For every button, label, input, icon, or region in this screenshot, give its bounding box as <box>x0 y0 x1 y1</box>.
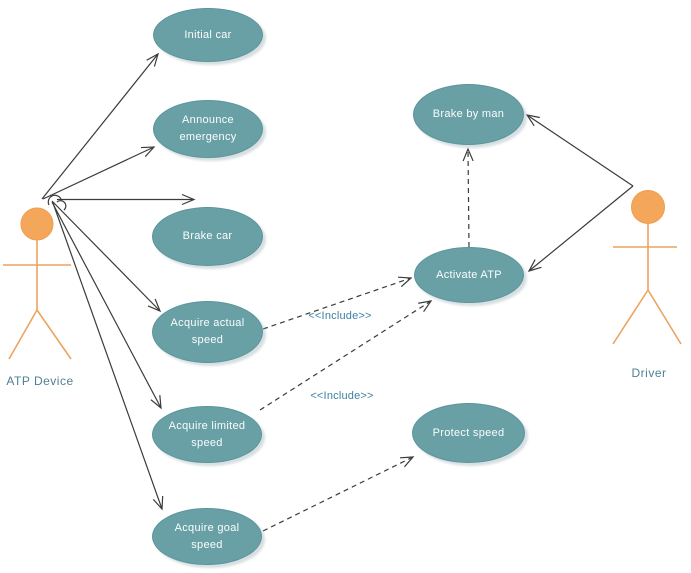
include-stereotype-label: <<Include>> <box>310 390 374 402</box>
actor-label-atp-device: ATP Device <box>6 374 74 388</box>
edge-atp-device-acquire-goal-speed[interactable] <box>52 202 164 511</box>
usecase-acquire-goal-speed[interactable]: Acquire goal speed <box>152 508 262 565</box>
actor-label-driver: Driver <box>631 366 667 380</box>
actor-leg-left <box>8 309 38 360</box>
usecase-label: Acquire limited speed <box>168 419 246 449</box>
actor-head <box>20 207 54 241</box>
usecase-announce-emergency[interactable]: Announce emergency <box>153 100 263 158</box>
edge-atp-device-acquire-actual-speed[interactable] <box>51 200 162 313</box>
usecase-label: Activate ATP <box>436 268 502 281</box>
actor-atp-device[interactable] <box>3 207 72 360</box>
edge-driver-activate-atp[interactable] <box>527 185 634 272</box>
usecase-label: Brake car <box>182 230 233 242</box>
edge-driver-brake-by-man[interactable] <box>525 114 634 187</box>
usecase-label: Announce emergency <box>179 114 237 143</box>
edge-include-acquire-limited-to-activate-atp[interactable] <box>259 300 433 411</box>
usecase-label: Acquire actual speed <box>170 317 245 346</box>
usecase-acquire-actual-speed[interactable]: Acquire actual speed <box>152 301 263 363</box>
edge-atp-device-acquire-limited-speed[interactable] <box>51 201 162 410</box>
edge-atp-device-initial-car[interactable] <box>41 52 159 200</box>
edge-atp-device-announce-emergency[interactable] <box>42 146 156 200</box>
usecase-initial-car[interactable]: Initial car <box>153 8 263 62</box>
actor-leg-right <box>36 309 72 360</box>
usecase-activate-atp[interactable]: Activate ATP <box>414 247 524 303</box>
actor-head <box>631 190 665 224</box>
usecase-label: Protect speed <box>432 426 505 439</box>
actor-leg-left <box>612 289 649 345</box>
usecase-brake-car[interactable]: Brake car <box>152 207 263 266</box>
usecase-label: Brake by man <box>432 108 505 120</box>
usecase-acquire-limited-speed[interactable]: Acquire limited speed <box>152 406 262 463</box>
edge-include-acquire-actual-to-activate-atp[interactable] <box>262 276 413 330</box>
actor-driver[interactable] <box>612 190 682 345</box>
actor-leg-right <box>647 289 682 345</box>
include-stereotype-label: <<Include>> <box>308 310 372 322</box>
line-jump-arc <box>47 194 62 206</box>
usecase-label: Acquire goal speed <box>174 521 240 551</box>
edge-activate-atp-to-brake-by-man[interactable] <box>462 147 474 248</box>
usecase-brake-by-man[interactable]: Brake by man <box>413 84 524 145</box>
line-jump-arc <box>56 200 67 211</box>
usecase-label: Initial car <box>184 28 232 41</box>
edge-acquire-goal-to-protect-speed[interactable] <box>262 456 415 532</box>
usecase-protect-speed[interactable]: Protect speed <box>412 403 525 463</box>
